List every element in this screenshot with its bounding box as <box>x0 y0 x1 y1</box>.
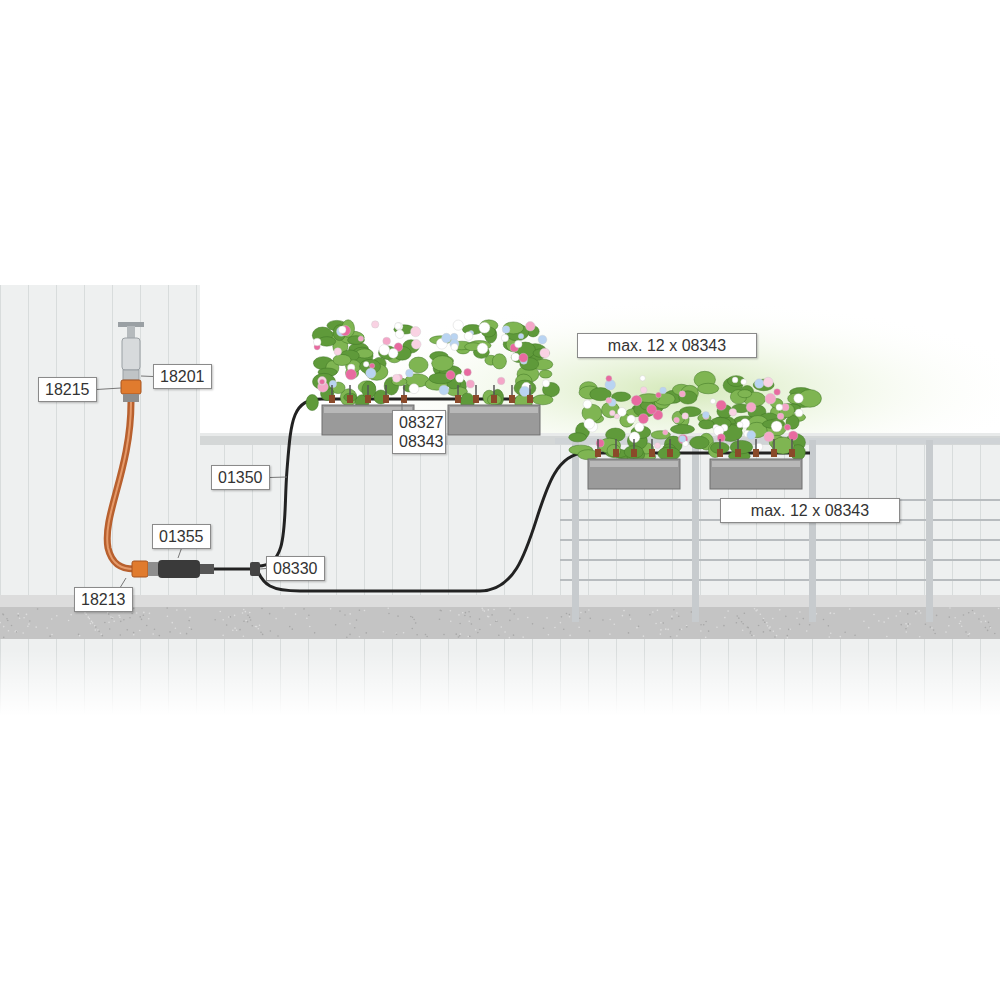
wall <box>200 445 1000 595</box>
supply-pipe <box>214 568 252 571</box>
callout-number: max. 12 x 08343 <box>720 498 900 523</box>
floor <box>0 607 1000 639</box>
floor-edge <box>0 595 1000 607</box>
t-piece <box>250 562 260 576</box>
callout-number: 18201 <box>153 364 212 389</box>
tap <box>118 322 144 402</box>
wall-lower <box>0 639 1000 715</box>
pressure-reducer <box>132 560 214 578</box>
fade <box>0 650 1000 716</box>
hose-highlight <box>107 402 134 569</box>
leader-line <box>270 477 288 479</box>
leader-line <box>178 549 181 558</box>
leader-line <box>97 388 122 390</box>
callout-number: 18215 <box>38 377 97 402</box>
drip-pipe <box>258 399 545 566</box>
leader-line <box>121 578 127 587</box>
callout-number: 18213 <box>74 587 133 612</box>
leader-line <box>402 402 403 410</box>
ledge-top <box>200 433 1000 436</box>
callout-number: 08327 08343 <box>392 410 446 454</box>
callout-number: 08330 <box>266 556 325 581</box>
garden-hose <box>107 402 134 569</box>
leader-line <box>141 376 153 378</box>
callout-number: 01350 <box>211 465 270 490</box>
leader-lines <box>97 376 403 587</box>
callout-number: max. 12 x 08343 <box>577 333 757 358</box>
callout-number: 01355 <box>152 524 211 549</box>
planters <box>306 320 821 489</box>
floor-speckle <box>0 607 999 638</box>
railing <box>555 438 1000 622</box>
